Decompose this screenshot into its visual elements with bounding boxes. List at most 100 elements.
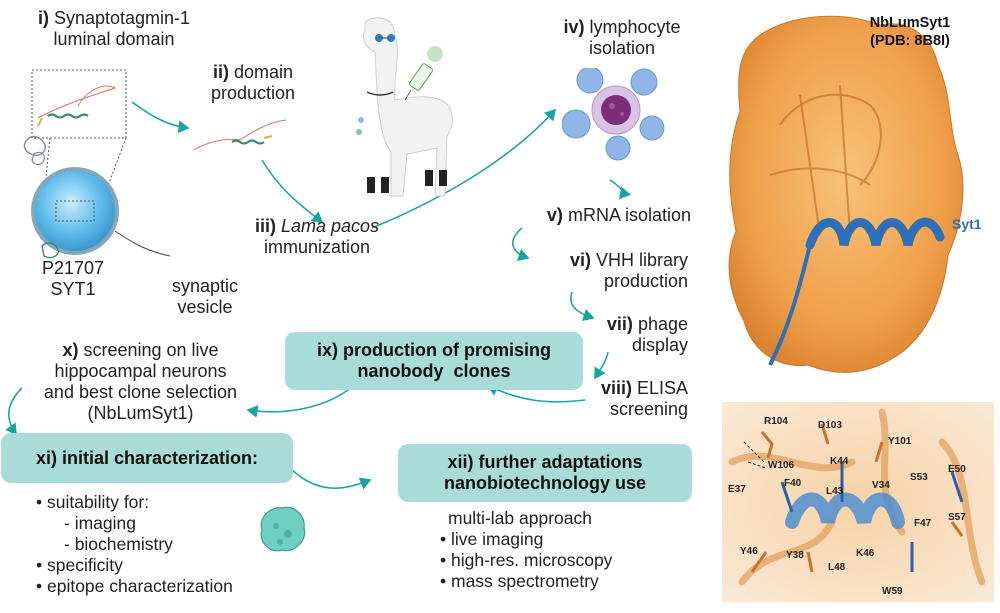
- vesicle-label: synaptic vesicle: [160, 276, 250, 318]
- residue-S53: S53: [910, 472, 928, 483]
- step-iii-label: iii) Lama pacos immunization: [232, 216, 402, 258]
- step-ii-label: ii) domain production: [188, 62, 318, 104]
- residue-E37: E37: [728, 484, 746, 495]
- syringe-icon: [404, 46, 443, 101]
- closeup-helix: [785, 492, 905, 529]
- arrow-xi-to-xii: [291, 469, 372, 490]
- xii-bullet-3: • mass spectrometry: [440, 571, 599, 591]
- step-iv-label: iv) lymphocyte isolation: [542, 17, 702, 59]
- step-ix-text1: production of promising: [343, 340, 551, 360]
- residue-L43: L43: [826, 486, 844, 497]
- interface-closeup: R104 D103 Y101 W106 K44 E37 F40 V34 S53 …: [722, 402, 994, 602]
- step-iii-text2: immunization: [263, 237, 371, 257]
- step-iv-text2: isolation: [588, 38, 656, 58]
- step-xi-num: xi): [35, 447, 57, 468]
- step-i-num: i): [37, 8, 49, 28]
- domain-fragment-illustration: [193, 119, 287, 151]
- xi-bullet-2: • specificity: [36, 555, 123, 575]
- step-x-label: x) screening on live hippocampal neurons…: [28, 340, 253, 424]
- step-vi-text2: production: [603, 271, 688, 291]
- residue-Y38: Y38: [786, 550, 804, 561]
- arrow-x-to-xi: [5, 387, 23, 436]
- step-viii-label: viii) ELISA screening: [580, 378, 688, 420]
- arrow-i-to-ii: [131, 101, 190, 134]
- step-ii-num: ii): [212, 62, 229, 82]
- step-ix-num: ix): [316, 340, 338, 360]
- protein-id-label: P21707 SYT1: [28, 258, 118, 300]
- llama-illustration: [356, 17, 453, 197]
- step-vii-text1: phage: [637, 314, 688, 334]
- xii-heading: multi-lab approach: [448, 508, 592, 528]
- arrow-iv-to-v: [609, 179, 632, 200]
- step-xii-num: xii): [447, 452, 474, 472]
- step-xii-box: xii) further adaptations nanobiotechnolo…: [398, 444, 692, 502]
- step-i-text1: Synaptotagmin-1: [53, 8, 191, 28]
- step-vii-text2: display: [631, 335, 688, 355]
- step-iv-text1: lymphocyte: [589, 17, 681, 37]
- residue-F47: F47: [914, 518, 932, 529]
- arrow-iii-to-iv: [371, 108, 557, 229]
- xii-bullet-2: • high-res. microscopy: [440, 550, 613, 570]
- xi-bullet-3: • epitope characterization: [36, 576, 233, 596]
- lymphocytes-illustration: [562, 68, 665, 161]
- residue-K44: K44: [830, 456, 849, 467]
- residue-W106: W106: [768, 460, 795, 471]
- xii-bullet-list: multi-lab approach • live imaging • high…: [440, 508, 690, 592]
- step-x-text2: hippocampal neurons: [54, 361, 227, 381]
- nanobody-blob-illustration: [260, 506, 306, 552]
- residue-E50: E50: [948, 464, 966, 475]
- nanobody-structure-illustration: [728, 15, 964, 373]
- step-vi-label: vi) VHH library production: [528, 250, 688, 292]
- step-viii-num: viii): [600, 378, 632, 398]
- step-x-text1: screening on live: [83, 340, 219, 360]
- arrow-viii-to-ix: [486, 383, 586, 403]
- xii-bullet-1: • live imaging: [440, 529, 544, 549]
- step-vii-label: vii) phage display: [594, 314, 688, 356]
- step-viii-text1: ELISA: [636, 378, 688, 398]
- vesicle-line1: synaptic: [171, 276, 239, 296]
- step-xii-text1: further adaptations: [478, 452, 643, 472]
- synaptic-vesicle: [31, 167, 119, 255]
- syt1-helix: [805, 217, 945, 250]
- residue-R104: R104: [764, 416, 788, 427]
- residue-Y46: Y46: [740, 546, 758, 557]
- protein-name: SYT1: [50, 279, 96, 299]
- step-v-text1: mRNA isolation: [567, 205, 691, 225]
- step-ii-text1: domain: [233, 62, 294, 82]
- uniprot-id: P21707: [41, 258, 105, 278]
- step-ix-text2: nanobody clones: [357, 361, 511, 381]
- residue-K46: K46: [856, 548, 875, 559]
- luminal-helix: [47, 113, 89, 119]
- step-xi-box: xi) initial characterization:: [1, 433, 293, 483]
- arrow-vi-to-vii: [570, 291, 595, 322]
- residue-W59: W59: [882, 586, 903, 597]
- step-viii-text2: screening: [609, 399, 688, 419]
- step-i-label: i) Synaptotagmin-1 luminal domain: [14, 8, 214, 50]
- structure-pdb: (PDB: 8B8I): [870, 33, 950, 49]
- step-x-num: x): [62, 340, 79, 360]
- step-v-label: v) mRNA isolation: [506, 205, 691, 226]
- xi-bullet-1: • suitability for:: [36, 492, 150, 512]
- nanobody-surface: [728, 15, 964, 373]
- residue-F40: F40: [784, 478, 802, 489]
- residue-S57: S57: [948, 512, 966, 523]
- arrow-v-to-vi: [512, 227, 530, 262]
- xi-bullet-list: • suitability for: - imaging - biochemis…: [36, 492, 316, 597]
- structure-title: NbLumSyt1 (PDB: 8B8I): [830, 14, 990, 50]
- step-vi-text1: VHH library: [595, 250, 688, 270]
- step-xii-text2: nanobiotechnology use: [443, 473, 646, 493]
- xi-bullet-1a: - imaging: [64, 513, 136, 533]
- step-ix-box: ix) production of promising nanobody clo…: [285, 332, 583, 390]
- step-vii-num: vii): [606, 314, 633, 334]
- xi-bullet-1b: - biochemistry: [64, 534, 173, 554]
- vesicle-line2: vesicle: [177, 297, 233, 317]
- arrow-ii-to-iii: [261, 159, 324, 223]
- step-v-num: v): [546, 205, 563, 225]
- step-xi-text1: initial characterization:: [61, 447, 259, 468]
- step-vi-num: vi): [569, 250, 591, 270]
- residue-D103: D103: [818, 420, 842, 431]
- step-iv-num: iv): [563, 17, 585, 37]
- syt1-vesicle-illustration: [23, 69, 171, 259]
- residue-L48: L48: [828, 562, 846, 573]
